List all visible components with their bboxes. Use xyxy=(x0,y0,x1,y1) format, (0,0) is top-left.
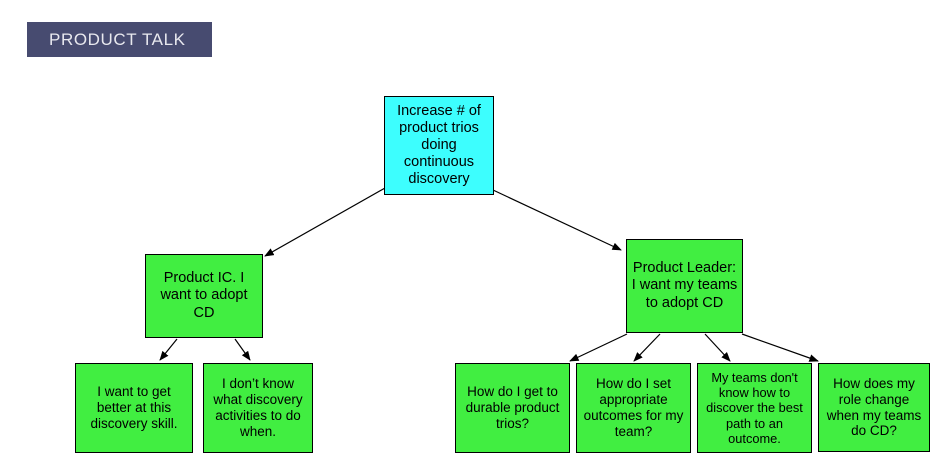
node-branch-product-ic[interactable]: Product IC. I want to adopt CD xyxy=(145,254,263,338)
edge-ic-to-activities xyxy=(234,338,251,361)
node-branch-product-leader-label: Product Leader: I want my teams to adopt… xyxy=(631,260,738,311)
node-branch-product-leader[interactable]: Product Leader: I want my teams to adopt… xyxy=(626,239,743,333)
edge-leader-to-role xyxy=(741,333,819,362)
node-leaf-durable-trios[interactable]: How do I get to durable product trios? xyxy=(455,363,570,453)
edge-root-to-leader xyxy=(492,189,622,251)
node-leaf-appropriate-outcomes-label: How do I set appropriate outcomes for my… xyxy=(583,376,684,439)
product-talk-banner-label: PRODUCT TALK xyxy=(49,29,186,49)
node-branch-product-ic-label: Product IC. I want to adopt CD xyxy=(160,270,248,321)
node-leaf-activities-when[interactable]: I don’t know what discovery activities t… xyxy=(203,363,313,453)
edge-leader-to-outcomes xyxy=(633,333,661,362)
node-leaf-role-change[interactable]: How does my role change when my teams do… xyxy=(818,363,930,452)
node-leaf-best-path-label: My teams don't know how to discover the … xyxy=(706,370,803,446)
node-root[interactable]: Increase # of product trios doing contin… xyxy=(384,96,494,195)
node-leaf-best-path[interactable]: My teams don't know how to discover the … xyxy=(697,363,812,453)
edge-ic-to-skill xyxy=(159,338,178,361)
edge-leader-to-trios xyxy=(569,333,628,362)
edge-leader-to-path xyxy=(704,333,731,362)
node-leaf-activities-when-label: I don’t know what discovery activities t… xyxy=(213,376,303,439)
node-leaf-role-change-label: How does my role change when my teams do… xyxy=(826,375,922,439)
product-talk-banner: PRODUCT TALK xyxy=(27,22,212,57)
node-leaf-durable-trios-label: How do I get to durable product trios? xyxy=(465,384,560,431)
node-leaf-appropriate-outcomes[interactable]: How do I set appropriate outcomes for my… xyxy=(576,363,691,453)
node-leaf-discovery-skill[interactable]: I want to get better at this discovery s… xyxy=(75,363,193,453)
node-root-label: Increase # of product trios doing contin… xyxy=(397,102,481,188)
edge-root-to-ic xyxy=(264,187,386,257)
node-leaf-discovery-skill-label: I want to get better at this discovery s… xyxy=(90,384,178,431)
